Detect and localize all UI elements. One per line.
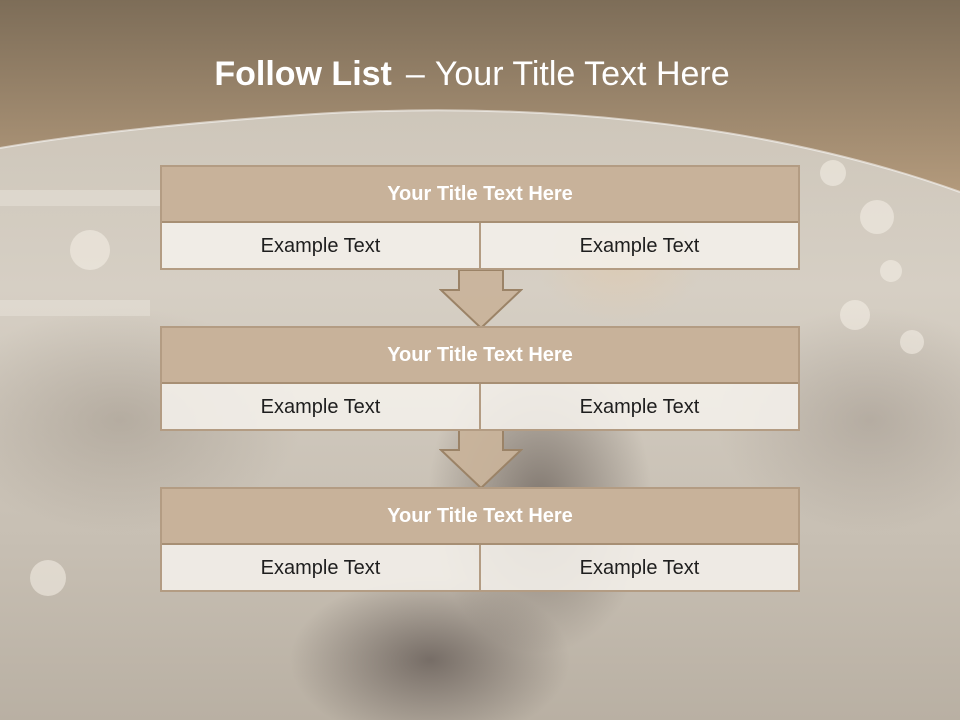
down-arrow-icon xyxy=(439,270,523,330)
step-cell-right: Example Text xyxy=(479,384,798,431)
step-cell-right: Example Text xyxy=(479,223,798,270)
step-box-1: Your Title Text Here Example Text Exampl… xyxy=(160,165,800,270)
down-arrow-icon xyxy=(439,430,523,490)
title-rest-text: Your Title Text Here xyxy=(434,55,730,93)
step-box-2: Your Title Text Here Example Text Exampl… xyxy=(160,326,800,431)
title-bold-text: Follow List xyxy=(214,55,392,93)
step-title: Your Title Text Here xyxy=(162,489,798,545)
step-cell-left: Example Text xyxy=(260,557,381,579)
step-title: Your Title Text Here xyxy=(162,167,798,223)
step-title: Your Title Text Here xyxy=(162,328,798,384)
slide-title: Follow List–Your Title Text Here xyxy=(0,55,944,94)
step-cell-left: Example Text xyxy=(260,235,381,257)
header-band xyxy=(0,0,960,193)
background-beam xyxy=(0,300,150,316)
title-separator: – xyxy=(405,55,425,93)
step-cell-left: Example Text xyxy=(260,396,381,418)
step-cell-right: Example Text xyxy=(479,545,798,592)
step-box-3: Your Title Text Here Example Text Exampl… xyxy=(160,487,800,592)
